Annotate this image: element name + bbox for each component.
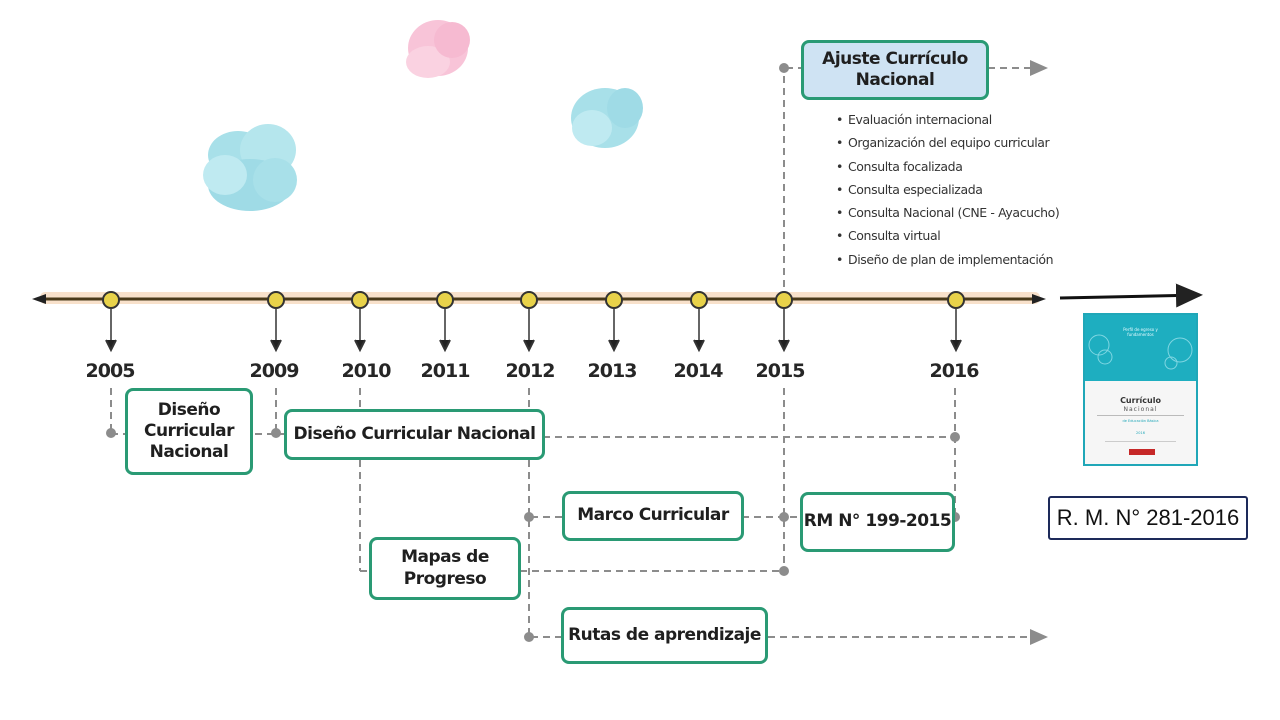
box-diseno-curricular-nacional-2009: Diseño Curricular Nacional	[284, 409, 545, 460]
connector-dots	[106, 63, 960, 642]
year-label-2009: 2009	[249, 360, 300, 382]
year-label-2013: 2013	[587, 360, 638, 382]
year-nodes	[102, 291, 965, 353]
box-rm-199-2015: RM N° 199-2015	[800, 492, 955, 552]
year-node-2012	[520, 291, 538, 353]
box-label: Ajuste Currículo Nacional	[822, 48, 968, 90]
cover-small-text: de Educación Básica	[1122, 419, 1159, 423]
cover-divider-bottom	[1105, 441, 1176, 442]
year-node-2016	[947, 291, 965, 353]
curriculo-nacional-cover-image: Perfil de egreso y fundamentos Currículo…	[1083, 313, 1198, 466]
cover-subtitle: Nacional	[1123, 406, 1158, 413]
box-label: Marco Curricular	[577, 505, 729, 526]
year-node-2005	[102, 291, 120, 353]
list-item: Consulta focalizada	[836, 155, 1059, 178]
year-label-2015: 2015	[755, 360, 806, 382]
ajuste-activities-list: Evaluación internacional Organización de…	[836, 108, 1060, 271]
year-node-2014	[690, 291, 708, 353]
year-label-2011: 2011	[420, 360, 471, 382]
cover-header-band: Perfil de egreso y fundamentos	[1085, 315, 1196, 381]
year-label-2012: 2012	[505, 360, 556, 382]
cover-year: 2016	[1136, 431, 1145, 435]
list-item: Consulta virtual	[836, 224, 1059, 247]
cover-title: Currículo	[1120, 396, 1161, 405]
year-node-2015	[775, 291, 793, 353]
box-rutas-de-aprendizaje: Rutas de aprendizaje	[561, 607, 768, 664]
cover-logo-icon	[1129, 449, 1155, 455]
list-item: Organización del equipo curricular	[836, 131, 1059, 154]
box-mapas-de-progreso: Mapas de Progreso	[369, 537, 521, 600]
cover-divider	[1097, 415, 1184, 416]
year-node-2010	[351, 291, 369, 353]
list-item: Diseño de plan de implementación	[836, 248, 1059, 271]
box-label: Diseño Curricular Nacional	[143, 399, 235, 463]
box-ajuste-curriculo-nacional: Ajuste Currículo Nacional	[801, 40, 989, 100]
list-item: Evaluación internacional	[836, 108, 1059, 131]
box-label: Diseño Curricular Nacional	[293, 423, 536, 444]
cover-header-text: Perfil de egreso y fundamentos	[1123, 327, 1158, 337]
box-label: Rutas de aprendizaje	[568, 624, 761, 645]
year-label-2014: 2014	[673, 360, 724, 382]
cloud-blue-left	[203, 124, 297, 211]
cover-pattern-icon	[1088, 334, 1193, 370]
year-node-2011	[436, 291, 454, 353]
year-node-2013	[605, 291, 623, 353]
cloud-blue-right	[571, 88, 643, 148]
list-item: Consulta especializada	[836, 178, 1059, 201]
list-item: Consulta Nacional (CNE - Ayacucho)	[836, 201, 1060, 224]
continuation-arrow	[1059, 283, 1203, 308]
box-marco-curricular: Marco Curricular	[562, 491, 744, 541]
year-label-2016: 2016	[929, 360, 980, 382]
year-node-2009	[267, 291, 285, 353]
timeline-left-arrowhead	[32, 294, 46, 304]
timeline-right-arrowhead	[1032, 294, 1046, 304]
cloud-pink	[406, 20, 470, 78]
resolution-label: R. M. N° 281-2016	[1048, 496, 1248, 540]
year-label-2005: 2005	[85, 360, 136, 382]
box-label: RM N° 199-2015	[803, 511, 952, 532]
box-label: Mapas de Progreso	[401, 547, 489, 589]
box-diseno-curricular-nacional-2005: Diseño Curricular Nacional	[125, 388, 253, 475]
year-label-2010: 2010	[341, 360, 392, 382]
